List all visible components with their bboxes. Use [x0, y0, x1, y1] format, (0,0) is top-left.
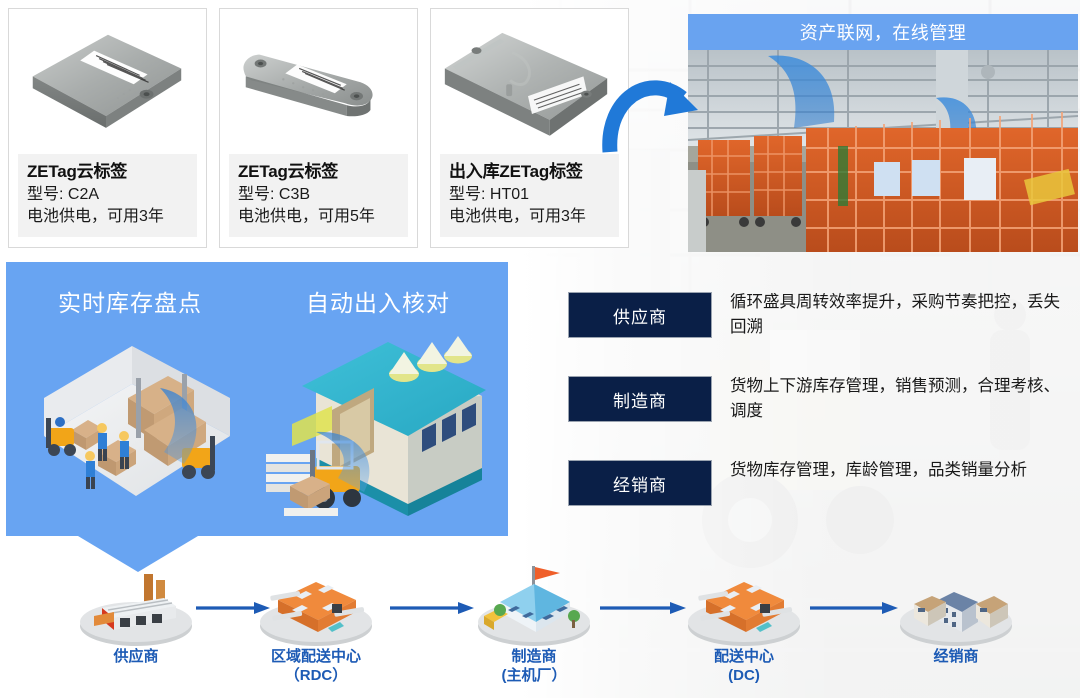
- product-card[interactable]: ZETag云标签 型号: C2A 电池供电，可用3年: [8, 8, 207, 248]
- plant-icon: [470, 560, 598, 652]
- role-row: 供应商 循环盛具周转效率提升，采购节奏把控，丢失回溯: [568, 292, 1068, 348]
- flow-arrow-icon: [390, 601, 474, 614]
- role-chip[interactable]: 经销商: [568, 460, 712, 506]
- blue-panel-heading-left: 实时库存盘点: [58, 290, 202, 316]
- factory-icon: [72, 560, 200, 652]
- product-name: 出入库ZETag标签: [449, 161, 583, 181]
- flow-arrow-icon: [196, 601, 270, 614]
- warehouse-icon: [252, 560, 380, 652]
- photo-banner-title: 资产联网，在线管理: [688, 14, 1078, 50]
- product-name: ZETag云标签: [27, 161, 128, 181]
- role-description: 货物库存管理，库龄管理，品类销量分析: [730, 461, 1027, 479]
- product-model: 型号: HT01: [449, 185, 530, 203]
- zetag-c3b-device-photo: [220, 15, 417, 155]
- warehouse-icon: [680, 560, 808, 652]
- product-card[interactable]: 出入库ZETag标签 型号: HT01 电池供电，可用3年: [430, 8, 629, 248]
- product-model: 型号: C2A: [27, 185, 100, 203]
- product-caption: 出入库ZETag标签 型号: HT01 电池供电，可用3年: [440, 153, 619, 237]
- capability-blue-panel: 实时库存盘点 自动出入核对: [6, 262, 508, 536]
- product-model: 型号: C3B: [238, 185, 311, 203]
- dealer-icon: [892, 560, 1020, 652]
- role-description: 货物上下游库存管理，销售预测，合理考核、调度: [730, 377, 1060, 420]
- asset-network-photo-panel: 资产联网，在线管理: [688, 14, 1078, 252]
- role-chip[interactable]: 供应商: [568, 292, 712, 338]
- blue-panel-heading-right: 自动出入核对: [306, 290, 450, 316]
- flow-node-label: 供应商: [113, 648, 159, 665]
- flow-node-label: 制造商(主机厂）: [501, 648, 567, 684]
- warehouse-inventory-isometric-illustration: [32, 332, 242, 522]
- product-caption: ZETag云标签 型号: C3B 电池供电，可用5年: [229, 153, 408, 237]
- product-name: ZETag云标签: [238, 161, 339, 181]
- flow-node-label: 经销商: [933, 648, 979, 665]
- role-row: 经销商 货物库存管理，库龄管理，品类销量分析: [568, 460, 1068, 516]
- product-battery: 电池供电，可用3年: [27, 207, 164, 225]
- zetag-c2a-device-photo: [9, 15, 206, 155]
- supply-chain-flow: 供应商: [0, 546, 1080, 698]
- product-card[interactable]: ZETag云标签 型号: C3B 电池供电，可用5年: [219, 8, 418, 248]
- flow-arrow-icon: [600, 601, 686, 614]
- product-caption: ZETag云标签 型号: C2A 电池供电，可用3年: [18, 153, 197, 237]
- flow-node-label: 配送中心(DC): [713, 648, 774, 684]
- blue-panel-pointer: [78, 536, 198, 572]
- product-battery: 电池供电，可用5年: [238, 207, 375, 225]
- flow-node-label: 区域配送中心（RDC）: [270, 648, 361, 684]
- loading-dock-isometric-illustration: [256, 326, 486, 526]
- flow-arrow-icon: [810, 601, 898, 614]
- role-chip[interactable]: 制造商: [568, 376, 712, 422]
- role-row: 制造商 货物上下游库存管理，销售预测，合理考核、调度: [568, 376, 1068, 432]
- role-description: 循环盛具周转效率提升，采购节奏把控，丢失回溯: [730, 293, 1060, 336]
- warehouse-orange-cage-racks-photo: [688, 50, 1078, 252]
- curved-arrow-icon: [598, 64, 716, 154]
- zetag-ht01-device-photo: [431, 15, 628, 155]
- product-battery: 电池供电，可用3年: [449, 207, 586, 225]
